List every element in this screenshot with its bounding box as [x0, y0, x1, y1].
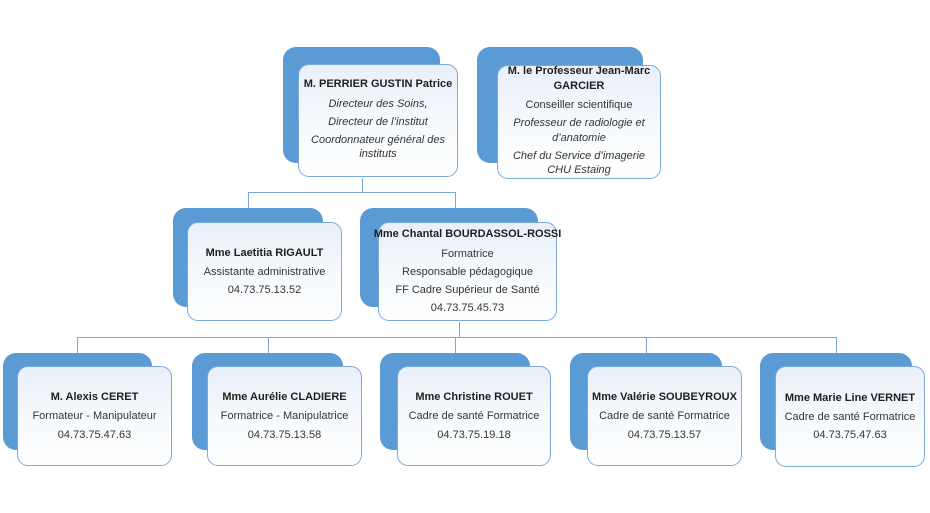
person-role: FF Cadre Supérieur de Santé [395, 284, 540, 297]
person-role: Assistante administrative [203, 265, 326, 278]
connector-line [646, 337, 647, 353]
person-name: Mme Christine ROUET [415, 391, 533, 404]
node-card: Mme Laetitia RIGAULT Assistante administ… [187, 222, 342, 321]
node-card: Mme Valérie SOUBEYROUX Cadre de santé Fo… [587, 366, 742, 466]
org-node-ceret: M. Alexis CERET Formateur - Manipulateur… [3, 353, 172, 466]
connector-line [362, 178, 363, 192]
person-phone: 04.73.75.47.63 [57, 428, 132, 441]
person-name: Mme Chantal BOURDASSOL-ROSSI [373, 228, 562, 241]
person-phone: 04.73.75.45.73 [430, 302, 505, 315]
person-name: Mme Valérie SOUBEYROUX [592, 391, 737, 404]
person-name: Mme Laetitia RIGAULT [205, 246, 324, 259]
connector-line [459, 322, 460, 337]
org-node-vernet: Mme Marie Line VERNET Cadre de santé For… [760, 353, 925, 467]
person-role: Chef du Service d’imagerie CHU Estaing [512, 149, 646, 177]
org-node-cladiere: Mme Aurélie CLADIERE Formatrice - Manipu… [192, 353, 362, 466]
person-name: M. le Professeur Jean-Marc GARCIER [507, 65, 651, 92]
connector-line [77, 337, 78, 353]
connector-line [248, 192, 249, 209]
org-node-soubeyroux: Mme Valérie SOUBEYROUX Cadre de santé Fo… [570, 353, 742, 466]
person-role: Professeur de radiologie et d’anatomie [513, 117, 645, 144]
node-card: Mme Chantal BOURDASSOL-ROSSI Formatrice … [374, 222, 561, 321]
person-phone: 04.73.75.19.18 [437, 428, 511, 441]
org-node-garcier: M. le Professeur Jean-Marc GARCIER Conse… [477, 47, 661, 179]
org-node-perrier: M. PERRIER GUSTIN Patrice Directeur des … [283, 47, 458, 177]
person-role: Directeur de l’institut [328, 115, 428, 128]
person-phone: 04.73.75.47.63 [813, 429, 887, 442]
node-card: M. le Professeur Jean-Marc GARCIER Conse… [497, 65, 661, 179]
person-role: Directeur des Soins, [328, 97, 428, 110]
person-role: Formateur - Manipulateur [32, 410, 157, 423]
node-card: Mme Christine ROUET Cadre de santé Forma… [397, 366, 551, 466]
connector-line [455, 337, 456, 353]
org-node-bourdassol: Mme Chantal BOURDASSOL-ROSSI Formatrice … [360, 208, 561, 321]
node-card: M. PERRIER GUSTIN Patrice Directeur des … [298, 64, 458, 177]
person-name: M. PERRIER GUSTIN Patrice [303, 78, 453, 91]
person-role: Conseiller scientifique [525, 99, 633, 112]
person-role: Cadre de santé Formatrice [784, 410, 916, 423]
node-card: M. Alexis CERET Formateur - Manipulateur… [17, 366, 172, 466]
person-name: Mme Aurélie CLADIERE [222, 391, 347, 404]
person-role: Formatrice [441, 247, 494, 260]
connector-line [455, 192, 456, 209]
person-role: Coordonnateur général des instituts [311, 134, 445, 161]
person-role: Formatrice - Manipulatrice [220, 410, 349, 423]
person-role: Responsable pédagogique [402, 265, 533, 278]
connector-line [77, 337, 837, 338]
node-card: Mme Aurélie CLADIERE Formatrice - Manipu… [207, 366, 362, 466]
node-card: Mme Marie Line VERNET Cadre de santé For… [775, 366, 925, 467]
connector-line [248, 192, 456, 193]
org-node-rigault: Mme Laetitia RIGAULT Assistante administ… [173, 208, 342, 321]
org-node-rouet: Mme Christine ROUET Cadre de santé Forma… [380, 353, 551, 466]
person-phone: 04.73.75.13.57 [627, 428, 702, 441]
connector-line [268, 337, 269, 353]
person-name: Mme Marie Line VERNET [784, 391, 916, 404]
person-phone: 04.73.75.13.52 [227, 284, 302, 297]
person-phone: 04.73.75.13.58 [247, 428, 322, 441]
connector-line [836, 337, 837, 353]
person-role: Cadre de santé Formatrice [599, 410, 730, 423]
person-role: Cadre de santé Formatrice [408, 410, 540, 423]
person-name: M. Alexis CERET [50, 391, 139, 404]
